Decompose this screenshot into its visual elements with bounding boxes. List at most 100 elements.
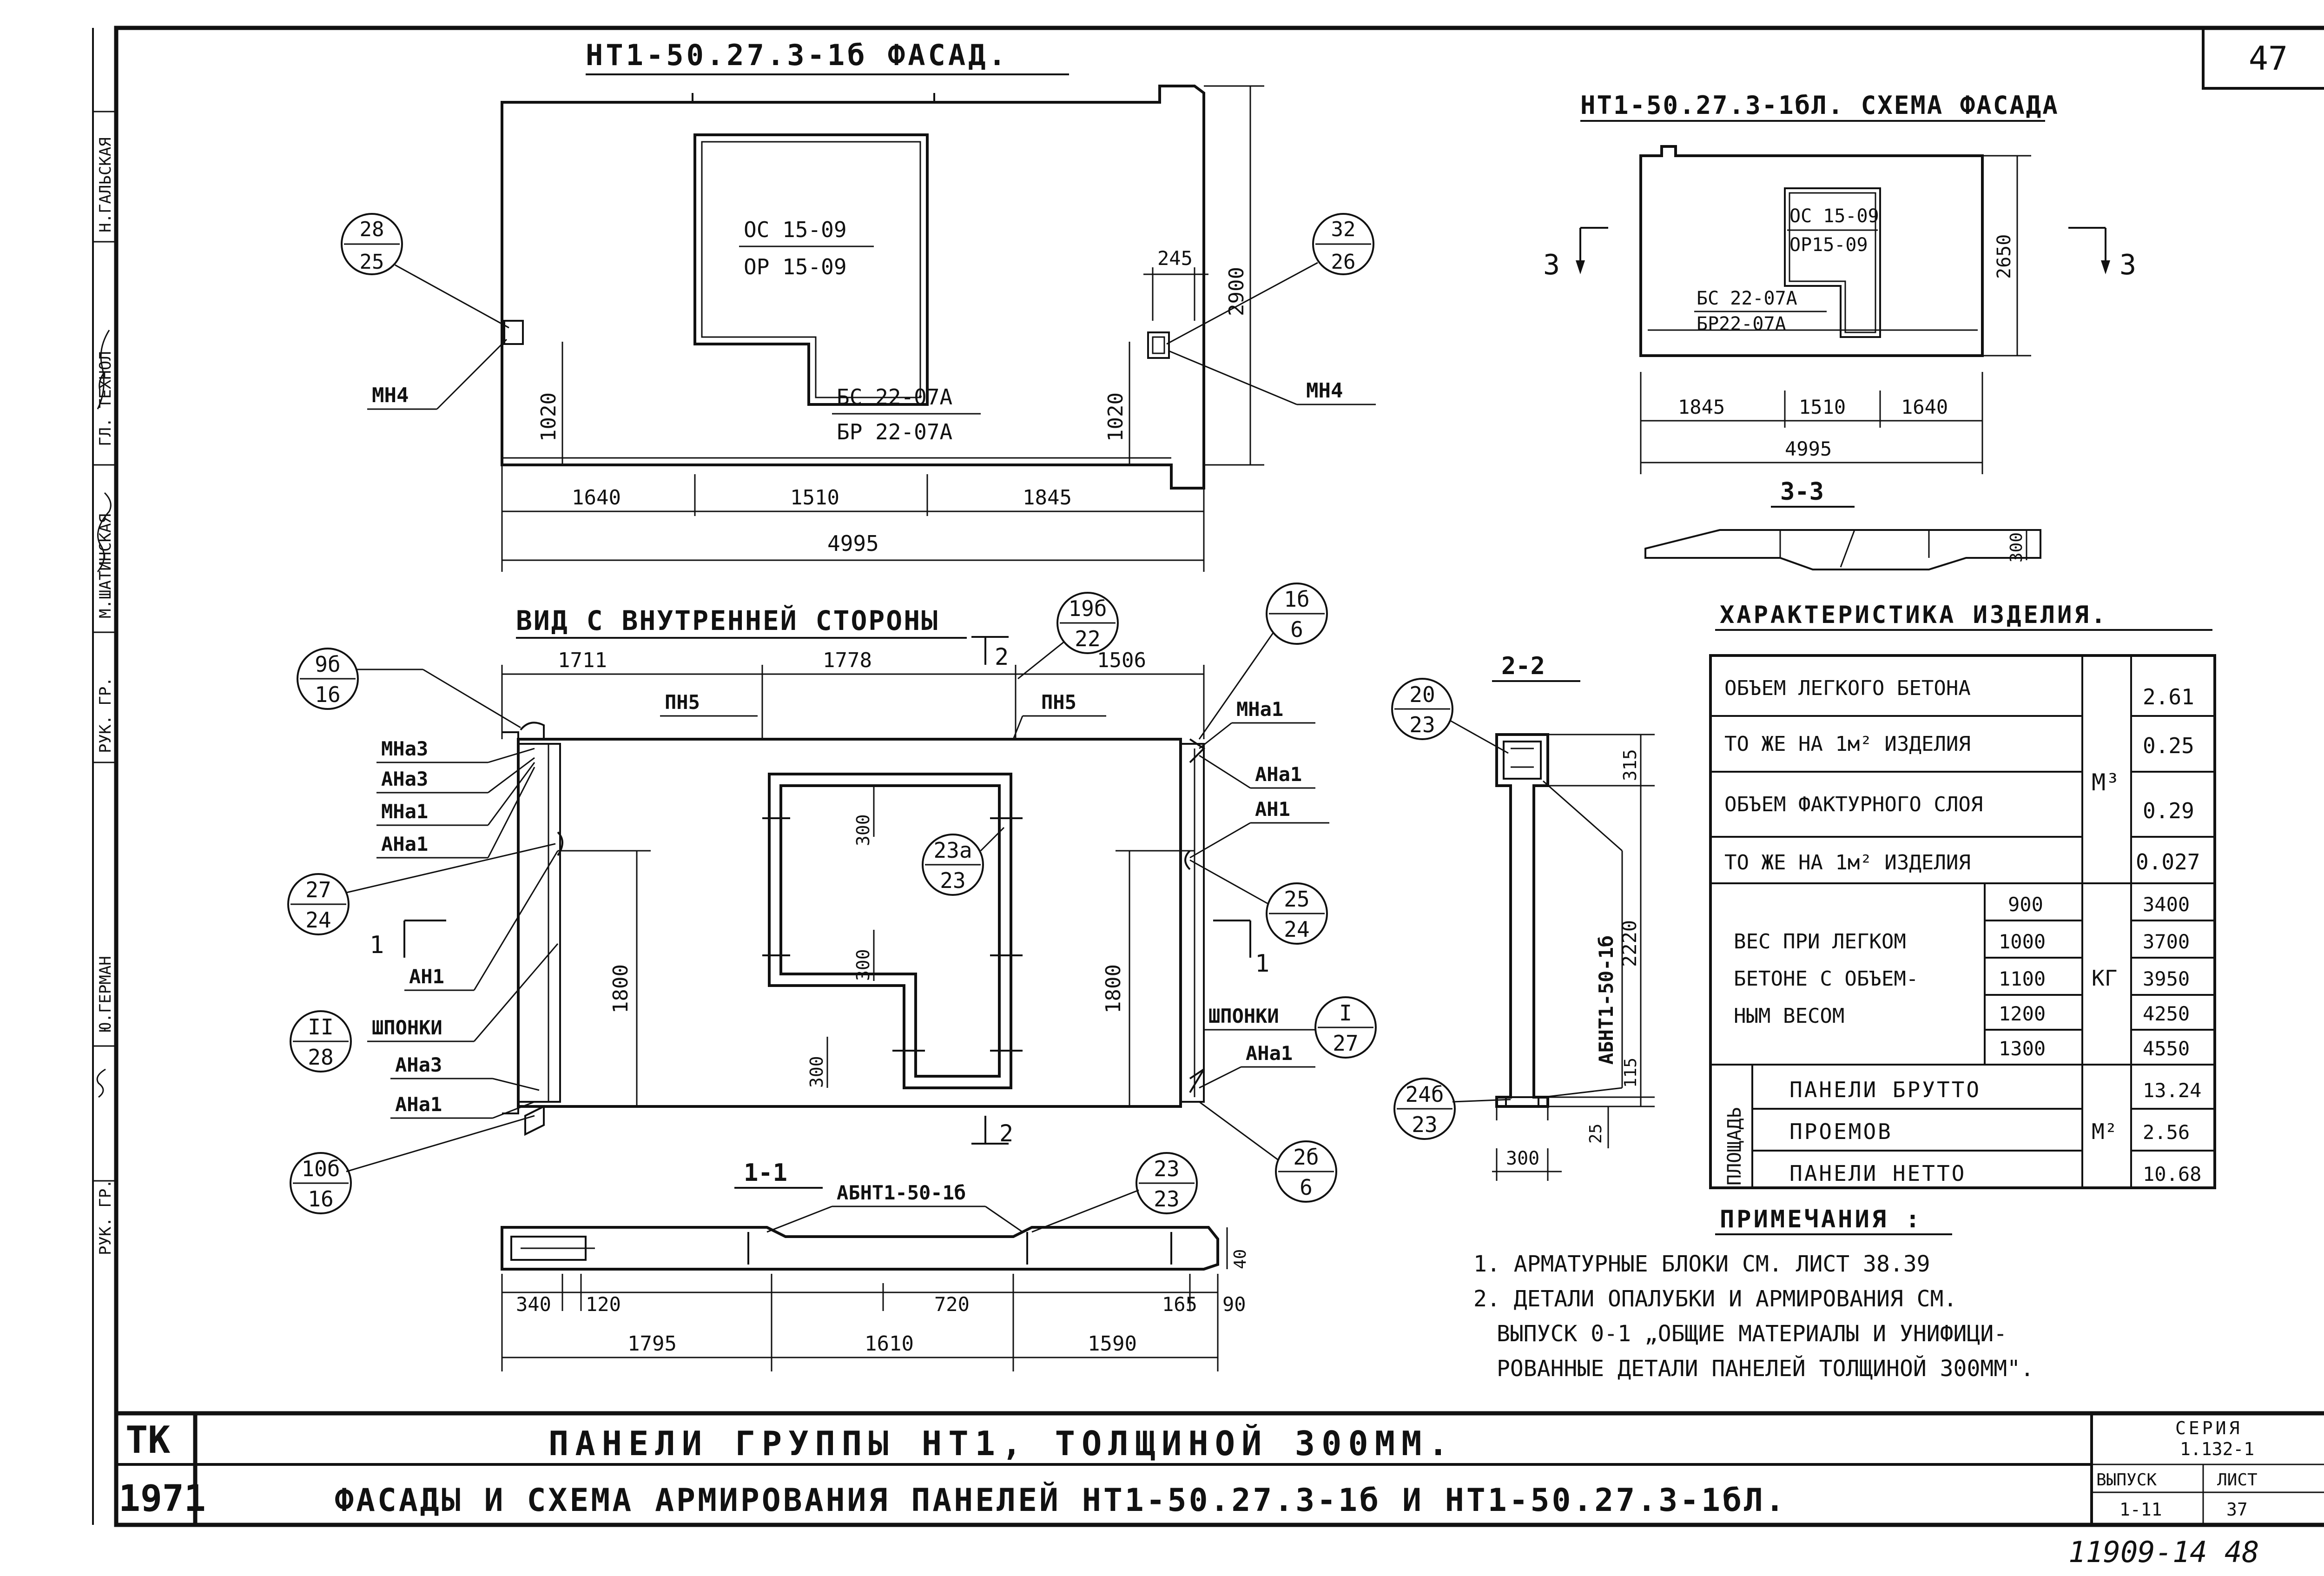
stamp-row-1: Н.ГАЛЬСКАЯ <box>96 137 115 232</box>
section-1-dim-40: 40 <box>1231 1249 1250 1269</box>
callout-23a-bottom: 23 <box>940 868 965 893</box>
facade-door-top: БС 22-07А <box>837 384 952 410</box>
notes-line-3: ВЫПУСК 0-1 „ОБЩИЕ МАТЕРИАЛЫ И УНИФИЦИ- <box>1497 1321 2007 1347</box>
inner-left-label-5: АН1 <box>409 965 444 988</box>
section-1-title: 1-1 <box>744 1159 787 1187</box>
char-weight-1100: 3950 <box>2143 967 2190 990</box>
title-sheet-value: 37 <box>2226 1499 2248 1520</box>
inner-section-1-right: 1 <box>1255 950 1269 978</box>
char-density-1100: 1100 <box>1999 967 2046 990</box>
scheme-section-left: 3 <box>1543 249 1560 281</box>
callout-10b-bottom: 16 <box>308 1186 333 1212</box>
section-2-label: АБНТ1-50-1б <box>1595 935 1618 1065</box>
callout-1b-top: 1б <box>1284 587 1309 612</box>
section-1-dim-720: 720 <box>934 1293 970 1316</box>
approval-stamp: Н.ГАЛЬСКАЯ ГЛ. ТЕХНОЛ М.ШАТИНСКАЯ РУК. Г… <box>93 111 116 1255</box>
facade-callout-left-bottom: 25 <box>360 250 384 274</box>
stamp-row-2: ГЛ. ТЕХНОЛ <box>96 351 115 446</box>
char-weight-1200: 4250 <box>2143 1002 2190 1025</box>
char-density-1000: 1000 <box>1999 930 2046 953</box>
signature-2 <box>97 492 112 572</box>
scheme-dim-1640: 1640 <box>1901 396 1948 418</box>
facade-door-bottom: БР 22-07А <box>837 419 952 444</box>
title-year: 1971 <box>119 1478 206 1520</box>
char-density-1300: 1300 <box>1999 1037 2046 1060</box>
callout-i <box>1314 996 1377 1059</box>
sheet-number: 47 <box>2249 40 2288 78</box>
inner-dim-300-c: 300 <box>806 1056 827 1088</box>
facade-view: НТ1-50.27.3-1б ФАСАД. ОС 15-09 ОР 15-09 … <box>341 38 1376 572</box>
scheme-view: НТ1-50.27.3-1бЛ. СХЕМА ФАСАДА ОС 15-09 О… <box>1543 91 2136 570</box>
characteristics-table: ХАРАКТЕРИСТИКА ИЗДЕЛИЯ. ОБЪЕМ ЛЕГКОГО БЕ… <box>1709 601 2216 1189</box>
callout-ii-bottom: 28 <box>308 1045 333 1070</box>
signature-1 <box>97 330 110 410</box>
section-1-dim-90: 90 <box>1222 1293 1246 1316</box>
scheme-title: НТ1-50.27.3-1бЛ. СХЕМА ФАСАДА <box>1580 91 2059 120</box>
notes-line-2: 2. ДЕТАЛИ ОПАЛУБКИ И АРМИРОВАНИЯ СМ. <box>1473 1286 1957 1312</box>
section-1-label: АБНТ1-50-1б <box>837 1181 966 1204</box>
char-weight-1300: 4550 <box>2143 1037 2190 1060</box>
inner-pn-left: ПН5 <box>665 691 700 714</box>
inner-section-1-left: 1 <box>370 931 384 959</box>
section-2-callout-20-top: 20 <box>1409 682 1435 707</box>
callout-ii-top: II <box>308 1014 333 1040</box>
char-density-900: 900 <box>2008 893 2043 916</box>
facade-dim-1640: 1640 <box>572 486 621 510</box>
facade-callout-right <box>1312 213 1374 275</box>
facade-callout-right-bottom: 26 <box>1331 250 1356 274</box>
char-weight-label-1: ВЕС ПРИ ЛЕГКОМ <box>1734 930 1906 954</box>
inner-section-2-top: 2 <box>995 643 1009 670</box>
scheme-section-title: 3-3 <box>1780 478 1824 506</box>
sheet-frame <box>114 26 2324 1527</box>
section-1-1: 1-1 АБНТ1-50-1б 23 23 340 120 720 165 90… <box>501 1152 1250 1371</box>
inner-title: ВИД С ВНУТРЕННЕЙ СТОРОНЫ <box>516 604 939 636</box>
facade-dim-right-1020: 1020 <box>1104 392 1128 442</box>
section-1-dim-1795: 1795 <box>627 1332 677 1356</box>
section-2-dim-25: 25 <box>1586 1124 1605 1144</box>
title-series-value: 1.132-1 <box>2180 1439 2254 1459</box>
inner-dim-left-1800: 1800 <box>609 964 633 1013</box>
callout-2b-bottom: 6 <box>1300 1175 1313 1200</box>
char-volume-1-value: 2.61 <box>2143 684 2194 709</box>
stamp-row-4: РУК. ГР. <box>96 677 115 753</box>
section-1-dim-1590: 1590 <box>1088 1332 1137 1356</box>
inner-left-label-6: ШПОНКИ <box>372 1016 442 1039</box>
char-density-1200: 1200 <box>1999 1002 2046 1025</box>
inner-dim-1711: 1711 <box>558 649 607 672</box>
scheme-door-bottom: БР22-07А <box>1697 313 1786 335</box>
stamp-row-3: М.ШАТИНСКАЯ <box>96 514 115 618</box>
inner-dim-1778: 1778 <box>823 649 872 672</box>
facade-window-bottom: ОР 15-09 <box>744 254 847 279</box>
callout-9b-top: 9б <box>315 652 340 677</box>
title-series-label: СЕРИЯ <box>2175 1418 2242 1438</box>
char-unit-weight: КГ <box>2092 966 2117 991</box>
char-volume-1-label: ОБЪЕМ ЛЕГКОГО БЕТОНА <box>1724 676 1971 700</box>
callout-1b <box>1266 583 1328 645</box>
section-1-callout-bottom: 23 <box>1154 1186 1179 1212</box>
callout-27-bottom: 24 <box>305 907 331 933</box>
char-weight-1000: 3700 <box>2143 930 2190 953</box>
scheme-window-bottom: ОР15-09 <box>1789 234 1868 256</box>
inner-section-2-bottom: 2 <box>999 1120 1013 1147</box>
section-2-callout-20-bottom: 23 <box>1409 712 1435 737</box>
callout-27 <box>287 873 350 935</box>
callout-27-top: 27 <box>305 877 331 902</box>
callout-9b-bottom: 16 <box>315 682 340 707</box>
scheme-section-right: 3 <box>2119 249 2136 281</box>
char-unit-area: М² <box>2092 1119 2117 1144</box>
facade-window-top: ОС 15-09 <box>744 217 847 242</box>
inner-pn-right: ПН5 <box>1041 691 1076 714</box>
title-org: ТК <box>125 1418 170 1462</box>
inner-right-label-3: АН1 <box>1255 798 1290 821</box>
stamp-row-5: Ю.ГЕРМАН <box>96 956 115 1032</box>
notes-title: ПРИМЕЧАНИЯ : <box>1720 1205 1922 1233</box>
notes-line-4: РОВАННЫЕ ДЕТАЛИ ПАНЕЛЕЙ ТОЛЩИНОЙ 300ММ". <box>1497 1355 2034 1382</box>
facade-callout-left <box>341 213 403 275</box>
char-area-3-label: ПАНЕЛИ НЕТТО <box>1789 1161 1966 1186</box>
inner-left-label-3: МНа1 <box>381 800 428 823</box>
char-volume-4-label: ТО ЖЕ НА 1м² ИЗДЕЛИЯ <box>1724 851 1971 874</box>
inner-dim-300-a: 300 <box>853 814 873 846</box>
section-2-callout-24b-bottom: 23 <box>1412 1112 1437 1137</box>
section-1-dim-340: 340 <box>516 1293 551 1316</box>
facade-callout-left-top: 28 <box>360 218 384 241</box>
